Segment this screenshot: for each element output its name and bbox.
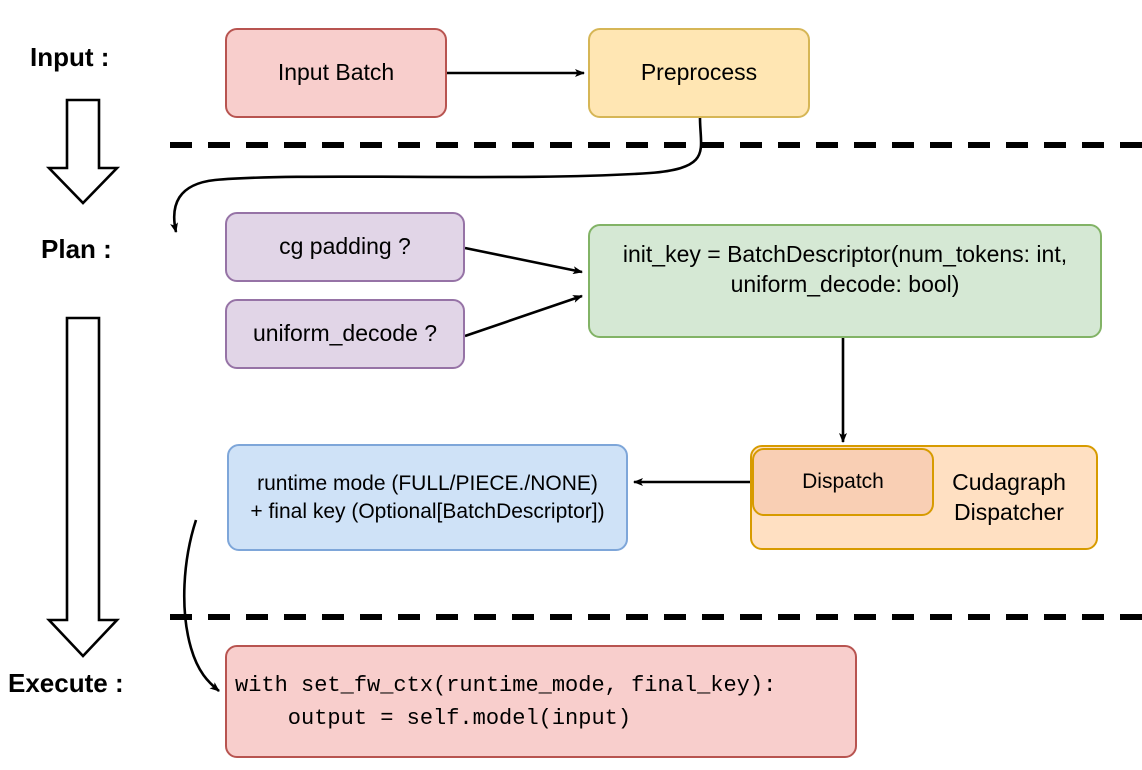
node-execute-code-line-1: with set_fw_ctx(runtime_mode, final_key)… bbox=[235, 672, 777, 698]
node-preprocess[interactable]: Preprocess bbox=[588, 28, 810, 118]
phase-label-input: Input : bbox=[30, 42, 110, 72]
node-runtime-mode[interactable]: runtime mode (FULL/PIECE./NONE) + final … bbox=[227, 444, 628, 551]
node-preprocess-label: Preprocess bbox=[640, 59, 758, 86]
node-cg-padding-label: cg padding ? bbox=[279, 233, 411, 260]
node-cudagraph-dispatcher-line-2: Dispatcher bbox=[954, 498, 1064, 525]
input-to-plan-big-arrow bbox=[45, 98, 121, 205]
plan-to-execute-big-arrow bbox=[45, 316, 121, 658]
node-execute-code[interactable]: with set_fw_ctx(runtime_mode, final_key)… bbox=[225, 645, 857, 758]
phase-label-execute: Execute : bbox=[8, 668, 124, 698]
node-dispatch[interactable]: Dispatch bbox=[752, 448, 934, 516]
uniform-decode-to-init-key-arrow bbox=[464, 294, 583, 338]
node-init-key-line-2: uniform_decode: bool) bbox=[730, 270, 960, 297]
node-input-batch-label: Input Batch bbox=[277, 59, 395, 86]
node-cg-padding[interactable]: cg padding ? bbox=[225, 212, 465, 282]
phase-label-plan: Plan : bbox=[41, 234, 112, 264]
node-uniform-decode[interactable]: uniform_decode ? bbox=[225, 299, 465, 369]
node-runtime-mode-line-2: + final key (Optional[BatchDescriptor]) bbox=[250, 499, 605, 523]
node-runtime-mode-line-1: runtime mode (FULL/PIECE./NONE) bbox=[257, 472, 598, 496]
cg-padding-to-init-key-arrow bbox=[464, 246, 583, 275]
node-init-key-line-1: init_key = BatchDescriptor(num_tokens: i… bbox=[622, 241, 1068, 267]
runtime-mode-to-execute-code-arrow bbox=[182, 519, 220, 693]
node-init-key[interactable]: init_key = BatchDescriptor(num_tokens: i… bbox=[588, 224, 1102, 338]
node-cudagraph-dispatcher-line-1: Cudagraph bbox=[952, 468, 1066, 495]
node-dispatch-label: Dispatch bbox=[802, 469, 884, 493]
node-input-batch[interactable]: Input Batch bbox=[225, 28, 447, 118]
node-uniform-decode-label: uniform_decode ? bbox=[252, 320, 438, 347]
node-execute-code-line-2: output = self.model(input) bbox=[235, 705, 632, 731]
